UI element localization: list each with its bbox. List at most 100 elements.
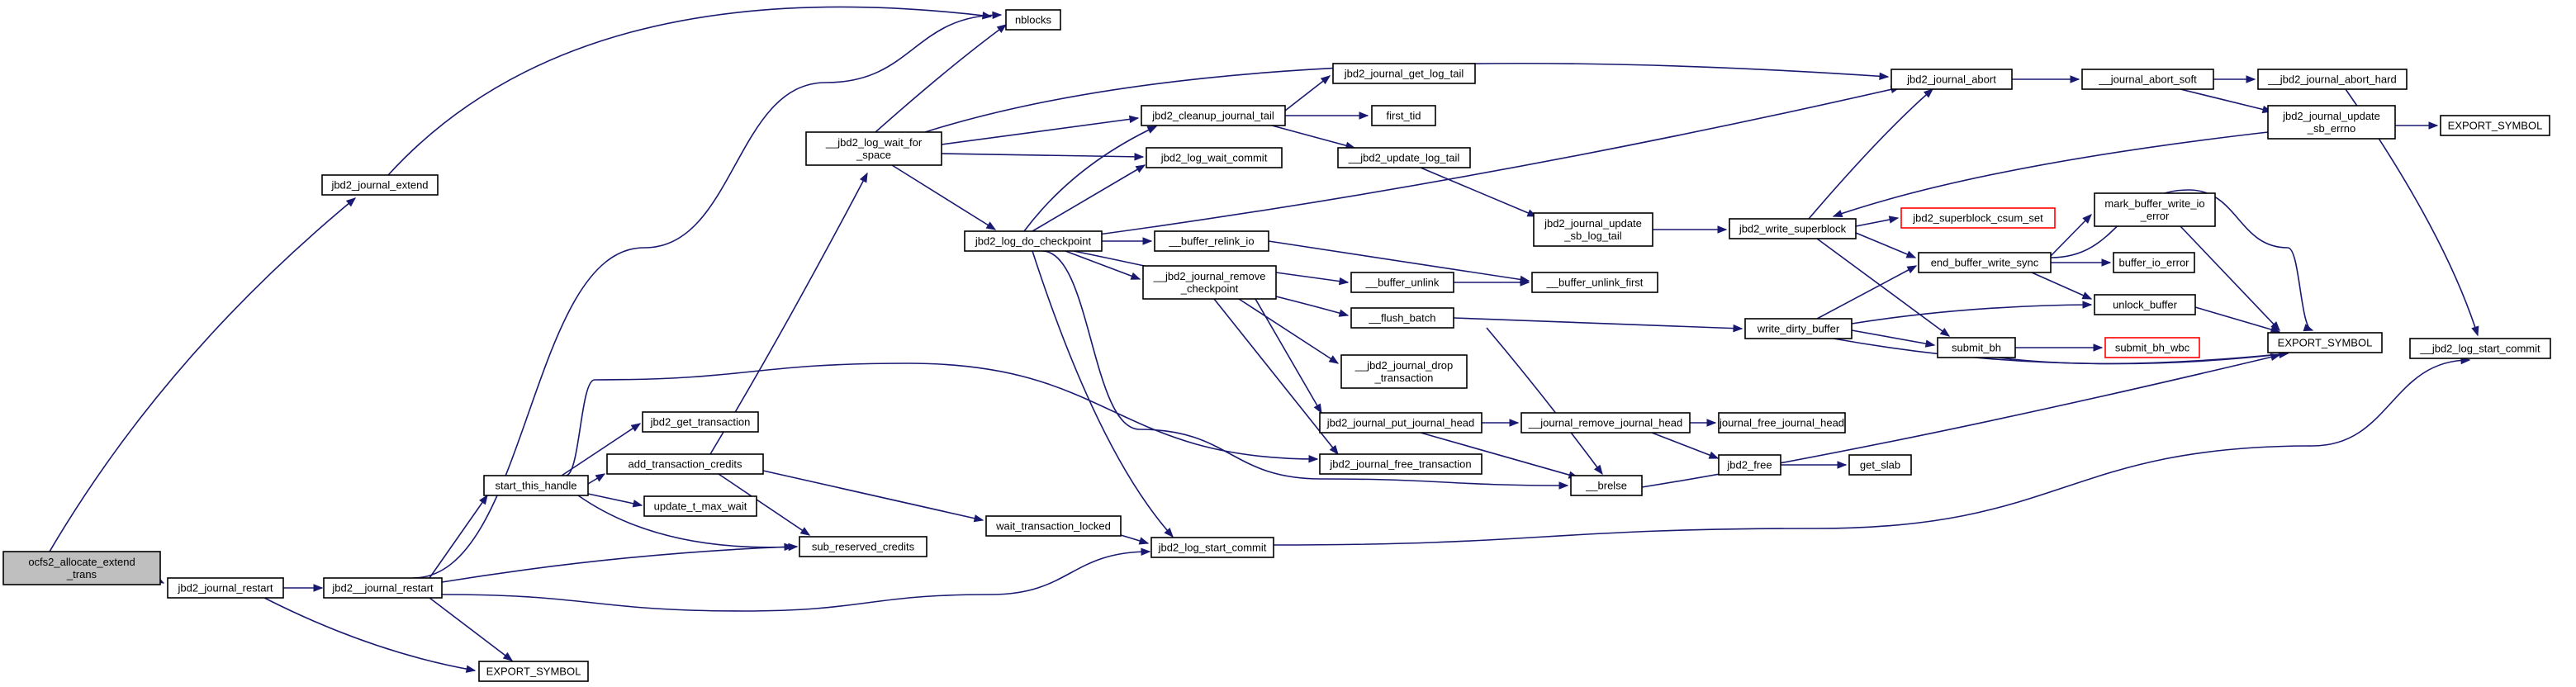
arrowhead [630,423,642,432]
edge-logwait-to-jabort [924,62,1890,133]
function-node-freetrans[interactable]: jbd2_journal_free_transaction [1319,453,1483,475]
node-box [1141,105,1286,126]
edge-line [1213,298,1339,455]
edge-line [1816,265,1917,320]
node-box [1005,9,1061,31]
function-node-abortsoft[interactable]: __journal_abort_soft [2081,69,2214,90]
node-box [1340,354,1468,389]
function-node-jabort[interactable]: jbd2_journal_abort [1890,69,2013,90]
function-node-puthead[interactable]: jbd2_journal_put_journal_head [1319,412,1483,434]
edge-writedirty-to-endsync [1816,265,1918,320]
function-node-waitcommit[interactable]: jbd2_log_wait_commit [1146,147,1283,168]
edge-flushbatch-to-writedirty [1453,317,1743,333]
function-node-updsberrno[interactable]: jbd2_journal_update_sb_errno [2267,105,2396,140]
function-node-logwait[interactable]: __jbd2_log_wait_for_space [805,131,942,166]
arrowhead [1329,444,1339,456]
function-node-waitlocked[interactable]: wait_transaction_locked [985,515,1122,537]
function-node-removeckpt[interactable]: __jbd2_journal_remove_checkpoint [1142,265,1277,300]
arrowhead [996,24,1008,34]
edge-line [762,470,984,521]
function-node-logstart[interactable]: jbd2_log_start_commit [1150,537,1274,558]
arrowhead [1134,153,1145,161]
arrowhead [313,584,324,592]
edge-line [1816,238,1950,337]
function-node-docheck[interactable]: jbd2_log_do_checkpoint [964,230,1103,252]
function-node-droptrans[interactable]: __jbd2_journal_drop_transaction [1340,354,1468,389]
function-node-export3[interactable]: EXPORT_SYMBOL [2267,332,2383,353]
edge-line [1808,88,1933,220]
function-node-submitbh[interactable]: submit_bh [1937,337,2016,358]
function-node-root[interactable]: ocfs2_allocate_extend_trans [2,551,161,585]
function-node-endsync[interactable]: end_buffer_write_sync [1918,252,2052,273]
node-box [1319,412,1483,434]
function-node-logstart2[interactable]: __jbd2_log_start_commit [2409,338,2551,359]
node-box [2094,192,2216,227]
function-node-gettail[interactable]: jbd2_journal_get_log_tail [1332,63,1476,84]
function-node-firsttid[interactable]: first_tid [1371,105,1436,126]
edge-line [1041,250,1568,486]
function-node-removehead[interactable]: __journal_remove_journal_head [1520,412,1691,434]
function-node-writedirty[interactable]: write_dirty_buffer [1744,318,1853,339]
edge-line [1420,432,1578,478]
node-box [1918,252,2052,273]
function-node-relink[interactable]: __buffer_relink_io [1154,230,1269,252]
node-label: write_dirty_buffer [1757,323,1840,335]
function-node-subres[interactable]: sub_reserved_credits [799,536,927,557]
function-node-updsblogtail[interactable]: jbd2_journal_update_sb_log_tail [1533,212,1653,247]
function-node-addcred[interactable]: add_transaction_credits [606,453,764,475]
node-box [1520,412,1691,434]
node-label: unlock_buffer [2113,299,2177,311]
node-label: nblocks [1015,14,1052,26]
node-box [642,411,759,433]
edge-abortsoft-to-aborthard [2213,75,2256,83]
function-node-nblocks[interactable]: nblocks [1005,9,1061,31]
function-node-jfree[interactable]: jbd2_free [1718,454,1781,476]
edge-line [1833,338,2289,365]
function-node-updlogtail[interactable]: __jbd2_update_log_tail [1337,147,1471,168]
function-node-unlockbuf[interactable]: unlock_buffer [2094,294,2196,315]
function-node-freehead[interactable]: journal_free_journal_head [1718,412,1846,434]
function-node-starthandle[interactable]: start_this_handle [483,475,589,496]
function-node-brelse[interactable]: __brelse [1570,475,1643,496]
node-label: sub_reserved_credits [812,541,915,553]
function-node-submitwbc[interactable]: submit_bh_wbc [2104,337,2200,358]
function-node-jrestart2[interactable]: jbd2__journal_restart [323,577,443,599]
node-label: _error [2140,210,2170,222]
function-node-aborthard[interactable]: __jbd2_journal_abort_hard [2257,69,2408,90]
function-node-jext[interactable]: jbd2_journal_extend [321,174,439,196]
node-label: EXPORT_SYMBOL [486,666,581,678]
function-node-export2[interactable]: EXPORT_SYMBOL [2440,115,2550,136]
function-node-bioerr[interactable]: buffer_io_error [2113,252,2195,273]
node-box [2440,115,2550,136]
edge-addcred-to-subres [718,473,811,536]
function-node-gettrans[interactable]: jbd2_get_transaction [642,411,759,433]
function-node-bunlinkfirst[interactable]: __buffer_unlink_first [1531,272,1658,293]
node-box [1319,453,1483,475]
function-node-writesb[interactable]: jbd2_write_superblock [1729,218,1857,239]
arrowhead [1888,216,1900,224]
edge-line [1651,432,1719,459]
function-node-markerr[interactable]: mark_buffer_write_io_error [2094,192,2216,227]
node-box [1337,147,1471,168]
arrowhead [2082,301,2093,309]
node-label: jbd2__journal_restart [331,582,434,595]
node-label: __flush_batch [1369,312,1436,325]
node-box [964,230,1103,252]
function-node-flushbatch[interactable]: __flush_batch [1350,307,1454,329]
function-node-getslab[interactable]: get_slab [1848,454,1912,476]
node-label: jbd2_superblock_csum_set [1912,212,2043,225]
function-node-updtmax[interactable]: update_t_max_wait [643,495,757,517]
edge-line [577,495,798,548]
node-label: jbd2_journal_update [2282,110,2380,122]
function-node-csumset[interactable]: jbd2_superblock_csum_set [1900,207,2056,229]
edge-removeckpt-to-puthead [1255,298,1322,415]
function-node-bunlink[interactable]: __buffer_unlink [1350,272,1454,293]
node-label: jbd2_journal_extend [330,179,428,192]
arrowhead [2303,324,2314,332]
function-node-export1[interactable]: EXPORT_SYMBOL [478,661,589,682]
edge-updlogtail-to-updsblogtail [1420,167,1538,217]
edge-line [49,197,356,552]
node-box [2081,69,2214,90]
function-node-jrestart[interactable]: jbd2_journal_restart [167,577,284,599]
function-node-cleanup[interactable]: jbd2_cleanup_journal_tail [1141,105,1286,126]
